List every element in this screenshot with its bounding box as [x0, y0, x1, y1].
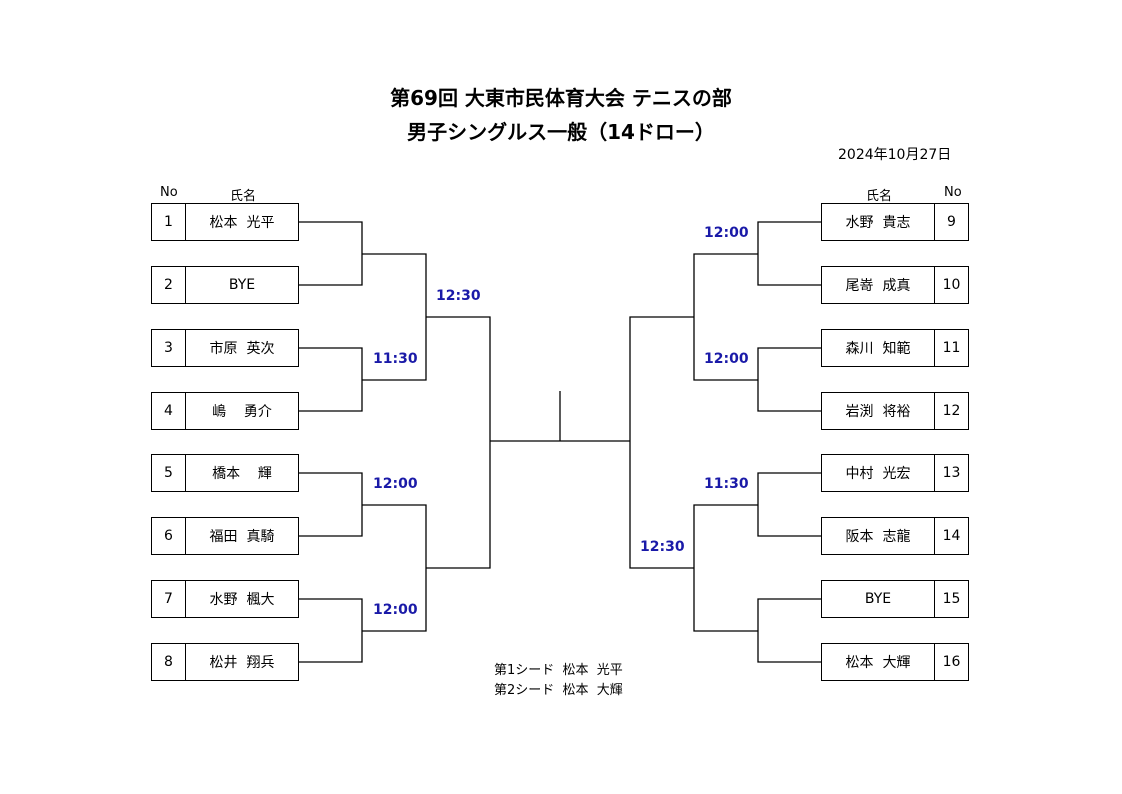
player-no: 13: [934, 455, 968, 491]
player-name: 森川 知範: [845, 341, 911, 357]
player-no: 15: [934, 581, 968, 617]
player-name: BYE: [864, 591, 892, 607]
player-no: 9: [934, 204, 968, 240]
player-name: 松井 翔兵: [209, 655, 275, 671]
player-name: BYE: [228, 277, 256, 293]
player-entry-15: BYE 15: [821, 580, 969, 618]
player-no: 2: [152, 267, 186, 303]
player-no: 16: [934, 644, 968, 680]
player-no: 6: [152, 518, 186, 554]
player-entry-1: 1 松本 光平: [151, 203, 299, 241]
player-name: 福田 真騎: [209, 529, 275, 545]
player-entry-3: 3 市原 英次: [151, 329, 299, 367]
tournament-title: 第69回 大東市民体育大会 テニスの部: [390, 86, 732, 110]
match-time-11-12: 12:00: [704, 351, 749, 367]
player-entry-16: 松本 大輝 16: [821, 643, 969, 681]
match-time-9-10: 12:00: [704, 225, 749, 241]
left-no-header: No: [160, 185, 178, 200]
match-time-left-semi: 12:30: [436, 288, 481, 304]
event-date: 2024年10月27日: [838, 147, 952, 163]
player-name: 松本 大輝: [845, 655, 911, 671]
player-name: 嶋 勇介: [212, 404, 272, 420]
player-name: 水野 貴志: [845, 215, 911, 231]
right-name-header: 氏名: [866, 189, 893, 204]
player-entry-11: 森川 知範 11: [821, 329, 969, 367]
player-entry-10: 尾嵜 成真 10: [821, 266, 969, 304]
player-no: 10: [934, 267, 968, 303]
player-no: 12: [934, 393, 968, 429]
player-no: 1: [152, 204, 186, 240]
player-entry-12: 岩渕 将裕 12: [821, 392, 969, 430]
player-entry-7: 7 水野 楓大: [151, 580, 299, 618]
player-name: 岩渕 将裕: [845, 404, 911, 420]
player-entry-14: 阪本 志龍 14: [821, 517, 969, 555]
seed-1: 第1シード 松本 光平: [494, 663, 623, 678]
player-no: 11: [934, 330, 968, 366]
player-no: 14: [934, 518, 968, 554]
player-entry-13: 中村 光宏 13: [821, 454, 969, 492]
match-time-7-8: 12:00: [373, 602, 418, 618]
match-time-3-4: 11:30: [373, 351, 418, 367]
player-name: 松本 光平: [209, 215, 275, 231]
player-entry-8: 8 松井 翔兵: [151, 643, 299, 681]
player-no: 7: [152, 581, 186, 617]
player-name: 水野 楓大: [209, 592, 275, 608]
player-name: 阪本 志龍: [845, 529, 911, 545]
seed-list: 第1シード 松本 光平第2シード 松本 大輝: [494, 661, 623, 701]
player-name: 中村 光宏: [845, 466, 911, 482]
player-no: 5: [152, 455, 186, 491]
event-title: 男子シングルス一般（14ドロー）: [407, 120, 715, 144]
player-no: 3: [152, 330, 186, 366]
right-no-header: No: [944, 185, 962, 200]
player-entry-2: 2 BYE: [151, 266, 299, 304]
match-time-right-semi: 12:30: [640, 539, 685, 555]
player-no: 8: [152, 644, 186, 680]
match-time-5-6: 12:00: [373, 476, 418, 492]
player-entry-9: 水野 貴志 9: [821, 203, 969, 241]
player-entry-5: 5 橋本 輝: [151, 454, 299, 492]
player-entry-6: 6 福田 真騎: [151, 517, 299, 555]
player-entry-4: 4 嶋 勇介: [151, 392, 299, 430]
player-name: 市原 英次: [209, 341, 275, 357]
player-name: 橋本 輝: [212, 466, 272, 482]
match-time-13-14: 11:30: [704, 476, 749, 492]
player-no: 4: [152, 393, 186, 429]
player-name: 尾嵜 成真: [845, 278, 911, 294]
left-name-header: 氏名: [230, 189, 257, 204]
seed-2: 第2シード 松本 大輝: [494, 683, 623, 698]
